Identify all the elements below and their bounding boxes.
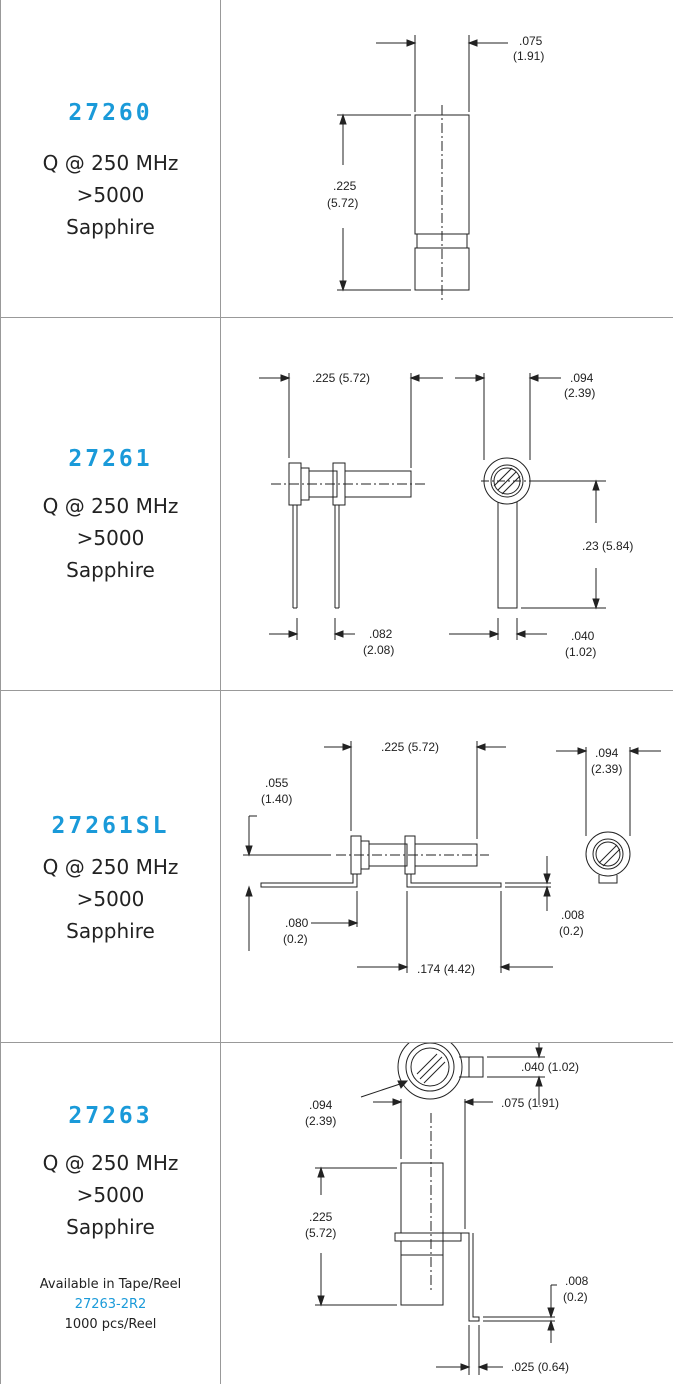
q-label: Q @ 250 MHz — [42, 151, 179, 175]
dim-label: .225 (5.72) — [312, 371, 370, 385]
availability-line: Available in Tape/Reel — [39, 1277, 182, 1292]
table-row: 27263 — [0, 1020, 673, 1384]
dim-label: (0.2) — [283, 932, 308, 946]
q-value: >5000 — [76, 183, 145, 207]
dim-label: .040 — [571, 629, 595, 643]
drawing-cell: .040 (1.02) .094 (2.39) .075 (1.91) .225… — [221, 1020, 673, 1384]
dim-label: .094 — [570, 371, 594, 385]
dim-label: .082 — [369, 627, 393, 641]
drawing-27260: .075 (1.91) .225 (5.72) — [327, 34, 544, 300]
drawing-27263: .040 (1.02) .094 (2.39) .075 (1.91) .225… — [305, 1020, 589, 1375]
dim-label: (1.02) — [565, 645, 596, 659]
table-row: 27260 Q @ 250 MHz >5000 Sapphire — [0, 0, 673, 318]
dim-label: .040 (1.02) — [521, 1060, 579, 1074]
drawing-27261SL: .225 (5.72) .055 (1.40) .094 (2.39) .080… — [243, 740, 661, 976]
dim-label: (5.72) — [327, 196, 358, 210]
part-number: 27261 — [68, 446, 153, 472]
part-number: 27260 — [68, 100, 153, 126]
product-info-cell: 27260 Q @ 250 MHz >5000 Sapphire — [0, 0, 221, 317]
dim-label: .225 — [333, 179, 357, 193]
drawing-cell: .225 (5.72) .094 (2.39) .23 (5.84) .082 … — [221, 318, 673, 690]
dim-label: (0.2) — [563, 1290, 588, 1304]
dim-label: .225 — [309, 1210, 333, 1224]
dim-label: .094 — [595, 746, 619, 760]
product-info-cell: 27261SL Q @ 250 MHz >5000 Sapphire — [0, 691, 221, 1042]
dim-label: .055 — [265, 776, 289, 790]
dim-label: (2.39) — [591, 762, 622, 776]
dim-label: .075 — [519, 34, 543, 48]
dim-label: (2.39) — [305, 1114, 336, 1128]
material-27263: Sapphire — [66, 1215, 155, 1239]
product-info-cell: 27261 Q @ 250 MHz >5000 Sapphire — [0, 318, 221, 690]
drawing-27261: .225 (5.72) .094 (2.39) .23 (5.84) .082 … — [259, 371, 633, 659]
availability-qty: 1000 pcs/Reel — [64, 1317, 157, 1332]
q-value: >5000 — [76, 887, 145, 911]
q-label-27263: Q @ 250 MHz — [42, 1151, 179, 1175]
product-info-cell: 27263 — [0, 1043, 221, 1384]
q-label: Q @ 250 MHz — [42, 494, 179, 518]
material: Sapphire — [66, 558, 155, 582]
dim-label: .008 — [565, 1274, 589, 1288]
dim-label: .080 — [285, 916, 309, 930]
reel-part-link[interactable]: 27263-2R2 — [74, 1297, 147, 1312]
q-value: >5000 — [76, 526, 145, 550]
part-number-27263: 27263 — [68, 1103, 153, 1129]
dim-label: .008 — [561, 908, 585, 922]
dim-label: .174 (4.42) — [417, 962, 475, 976]
material: Sapphire — [66, 919, 155, 943]
dim-label: .23 (5.84) — [582, 539, 633, 553]
dim-label: .225 (5.72) — [381, 740, 439, 754]
dim-label: (2.08) — [363, 643, 394, 657]
dim-label: (1.91) — [513, 49, 544, 63]
material: Sapphire — [66, 215, 155, 239]
dim-label: (1.40) — [261, 792, 292, 806]
dim-label: .025 (0.64) — [511, 1360, 569, 1374]
dim-label: (2.39) — [564, 386, 595, 400]
table-row: 27261SL Q @ 250 MHz >5000 Sapphire — [0, 691, 673, 1043]
drawing-cell: .225 (5.72) .055 (1.40) .094 (2.39) .080… — [221, 691, 673, 1042]
row4-left-cell: 27263 Q @ 250 MHz >5000 Sapphire Availab… — [0, 1043, 221, 1384]
q-label: Q @ 250 MHz — [42, 855, 179, 879]
q-value-27263: >5000 — [76, 1183, 145, 1207]
dim-label: (0.2) — [559, 924, 584, 938]
dim-label: .075 (1.91) — [501, 1096, 559, 1110]
dim-label: .094 — [309, 1098, 333, 1112]
table-left-border — [0, 0, 1, 1384]
part-number: 27261SL — [51, 813, 170, 839]
dim-label: (5.72) — [305, 1226, 336, 1240]
table-row: 27261 Q @ 250 MHz >5000 Sapphire — [0, 318, 673, 691]
drawing-cell: .075 (1.91) .225 (5.72) — [221, 0, 673, 317]
